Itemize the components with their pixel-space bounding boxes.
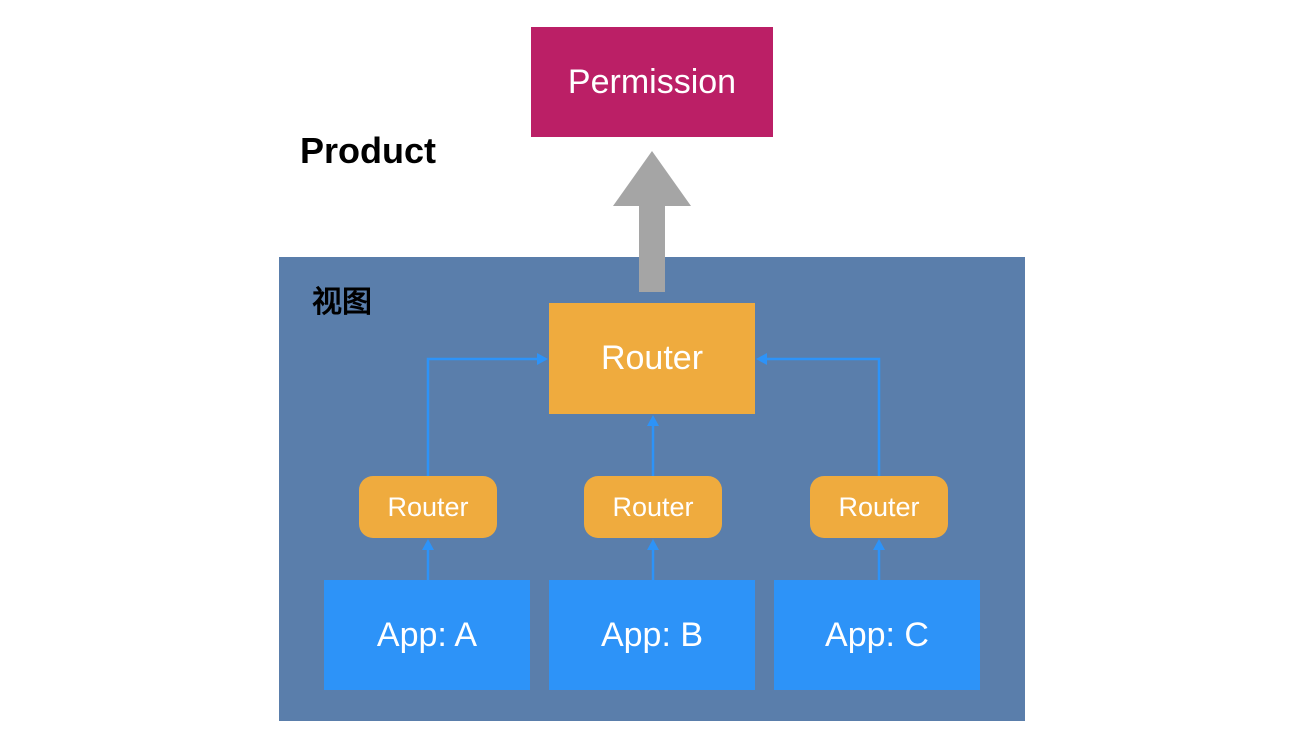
router-box-a: Router bbox=[359, 476, 497, 538]
product-label: Product bbox=[300, 130, 437, 171]
permission-box: Permission bbox=[531, 27, 773, 137]
app-box-b: App: B bbox=[549, 580, 755, 690]
permission-label: Permission bbox=[567, 62, 737, 101]
router-label: Router bbox=[612, 491, 694, 522]
app-box-c: App: C bbox=[774, 580, 980, 690]
app-label: App: C bbox=[825, 615, 929, 654]
app-box-a: App: A bbox=[324, 580, 530, 690]
app-label: App: B bbox=[600, 615, 704, 654]
app-label: App: A bbox=[376, 615, 478, 654]
router-box-b: Router bbox=[584, 476, 722, 538]
main-router-box: Router bbox=[549, 303, 755, 414]
router-label: Router bbox=[387, 491, 469, 522]
router-label: Router bbox=[838, 491, 920, 522]
view-label: 视图 bbox=[312, 285, 372, 320]
router-box-c: Router bbox=[810, 476, 948, 538]
main-router-label: Router bbox=[600, 339, 704, 377]
